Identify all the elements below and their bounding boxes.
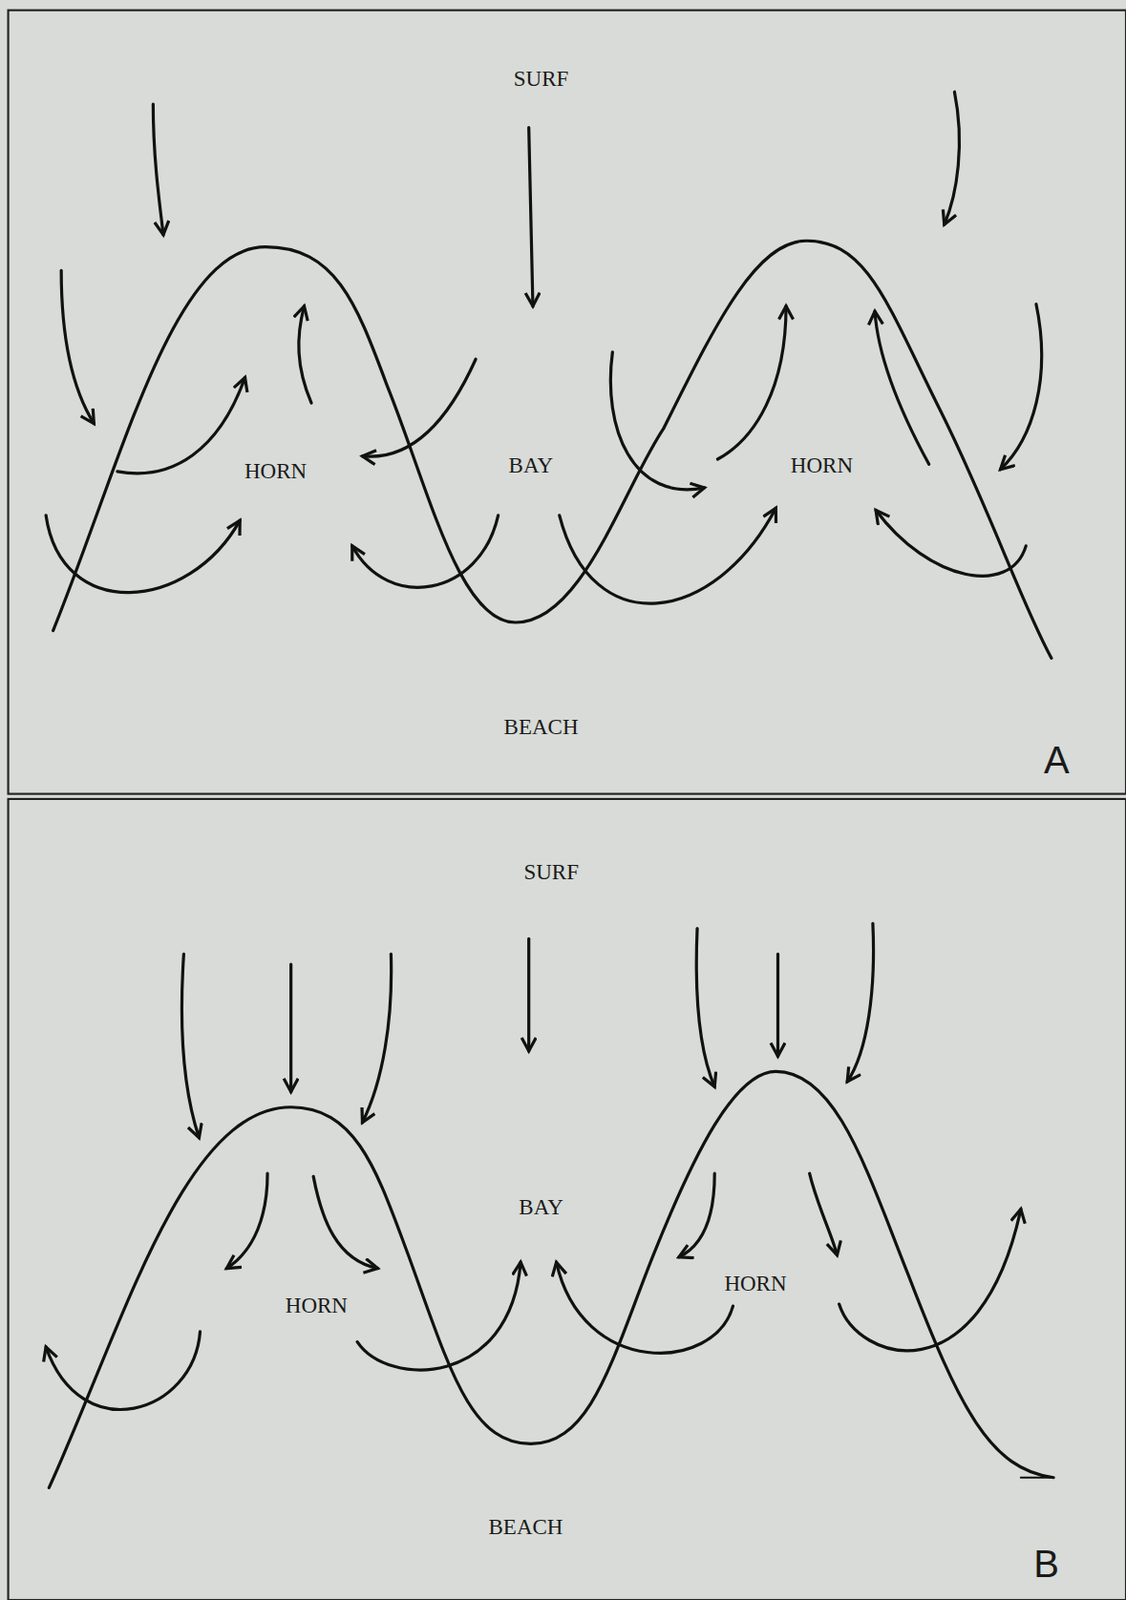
region-label: HORN	[787, 453, 856, 480]
region-label: HORN	[282, 1294, 351, 1320]
cusp-shoreline	[53, 240, 1052, 659]
flow-arrows	[45, 923, 1021, 1410]
region-label: SURF	[520, 859, 582, 886]
panel-frame	[8, 10, 1126, 795]
region-label: BEACH	[486, 1514, 567, 1541]
panel-letter: A	[1041, 738, 1073, 783]
region-label: HORN	[721, 1271, 789, 1297]
region-label: SURF	[510, 66, 573, 93]
panel-frame	[8, 799, 1126, 1600]
region-label: HORN	[241, 458, 310, 485]
panel-letter: B	[1030, 1542, 1063, 1587]
flow-arrows	[45, 91, 1042, 604]
cusp-shoreline	[48, 1071, 1054, 1488]
region-label: BAY	[515, 1194, 566, 1221]
region-label: BAY	[506, 453, 556, 480]
region-label: BEACH	[501, 714, 582, 741]
